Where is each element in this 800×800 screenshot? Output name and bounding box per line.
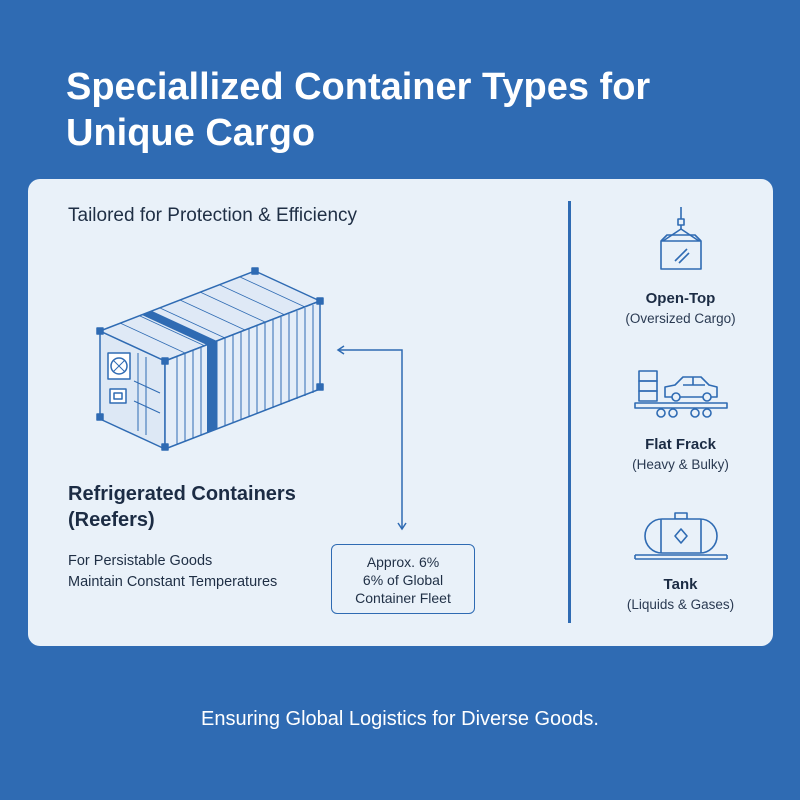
type-tank: Tank (Liquids & Gases) — [588, 511, 773, 614]
vertical-divider — [568, 201, 571, 623]
type-description: (Oversized Cargo) — [625, 311, 736, 326]
reefer-description-line: Maintain Constant Temperatures — [68, 574, 278, 590]
crane-crate-icon — [659, 207, 702, 270]
type-open-top: Open-Top (Oversized Cargo) — [588, 205, 773, 328]
page-title: Speciallized Container Types for Unique … — [66, 66, 651, 154]
connector-arrow — [336, 345, 407, 531]
footer-tagline: Ensuring Global Logistics for Diverse Go… — [201, 708, 599, 730]
fleet-share-line: Container Fleet — [355, 590, 451, 606]
type-description: (Liquids & Gases) — [626, 597, 735, 612]
type-name: Tank — [663, 576, 698, 593]
type-name: Open-Top — [645, 290, 716, 307]
type-name: Flat Frack — [645, 436, 716, 453]
reefer-description-line: For Persistable Goods — [68, 553, 213, 569]
reefer-description: For Persistable Goods Maintain Constant … — [68, 551, 368, 593]
type-description: (Heavy & Bulky) — [632, 457, 729, 472]
reefer-title: Refrigerated Containers (Reefers) — [68, 483, 296, 531]
tank-icon — [633, 512, 728, 560]
fleet-share-box: Approx. 6% 6% of Global Container Fleet — [331, 544, 475, 614]
container-types-list: Open-Top (Oversized Cargo) — [588, 179, 773, 646]
fleet-share-line: 6% of Global — [362, 572, 444, 588]
fleet-share-line: Approx. 6% — [366, 554, 440, 570]
card-subtitle: Tailored for Protection & Efficiency — [68, 205, 358, 226]
reefer-container-illustration — [96, 267, 324, 451]
flatrack-car-icon — [633, 370, 728, 418]
type-flat-rack: Flat Frack (Heavy & Bulky) — [588, 367, 773, 474]
content-card: Tailored for Protection & Efficiency — [28, 179, 773, 646]
